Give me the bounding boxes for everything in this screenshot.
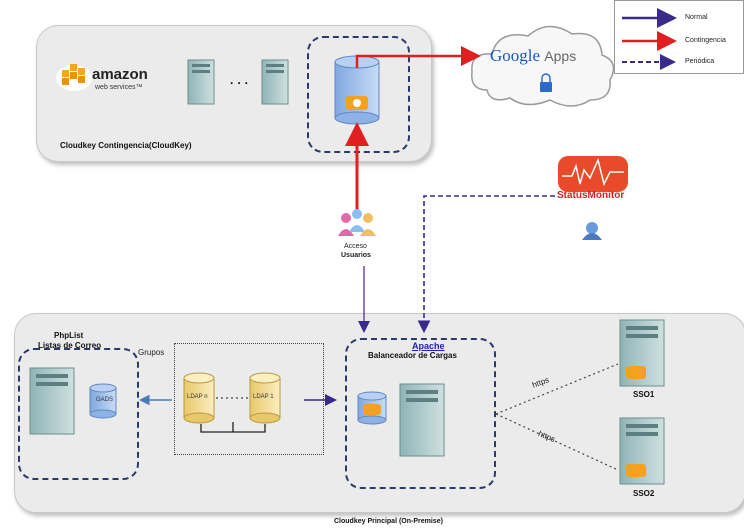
sso1-label: SSO1	[633, 390, 655, 399]
users-label-1: Acceso	[344, 243, 367, 250]
gads-label: GADS	[96, 397, 114, 403]
apache-label: Apache	[412, 341, 445, 351]
aws-sub: web services™	[95, 84, 143, 91]
sso1-server	[619, 319, 665, 387]
sso2-server	[619, 417, 665, 485]
apache-server	[399, 383, 445, 457]
status-monitor-label: StatusMonitor	[557, 190, 625, 201]
ldap-1-database	[249, 372, 281, 424]
aws-logo	[56, 64, 92, 91]
sso2-label: SSO2	[633, 489, 655, 498]
grupos-label: Grupos	[138, 348, 165, 357]
google-brand: Google	[490, 46, 541, 65]
phplist-title: PhpList	[54, 331, 84, 340]
phplist-subtitle: Listas de Correo	[38, 341, 102, 350]
aws-brand: amazon	[92, 66, 148, 83]
ldap-1-label: LDAP 1	[253, 394, 274, 400]
ldap-n-database	[183, 372, 215, 424]
phplist-server	[29, 367, 75, 435]
google-apps-cloud	[471, 25, 615, 107]
server-ellipsis: · · ·	[230, 76, 249, 90]
cloud-database-icon	[334, 55, 380, 125]
legend-contingencia: Contingencia	[685, 37, 726, 44]
gads-database	[89, 383, 117, 419]
legend-normal: Normal	[685, 14, 708, 21]
phplist-group	[18, 348, 139, 480]
legend: Normal Contingencia Periódica	[614, 0, 744, 74]
aws-server-1	[187, 59, 215, 105]
google-apps: Apps	[544, 48, 577, 64]
apache-group	[345, 338, 496, 489]
users-icon	[338, 209, 376, 236]
users-label-2: Usuarios	[341, 252, 371, 259]
status-monitor-icon	[558, 156, 628, 240]
principal-title: Cloudkey Principal (On-Premise)	[334, 518, 443, 525]
apache-database	[357, 391, 387, 425]
aws-server-2	[261, 59, 289, 105]
legend-periodica: Periódica	[685, 58, 715, 65]
ldap-n-label: LDAP n	[187, 394, 208, 400]
google-apps-label: Google Apps	[490, 46, 576, 66]
ldap-group	[174, 343, 324, 455]
balanceador-label: Balanceador de Cargas	[368, 351, 457, 360]
contingency-title: Cloudkey Contingencia(CloudKey)	[60, 141, 192, 150]
